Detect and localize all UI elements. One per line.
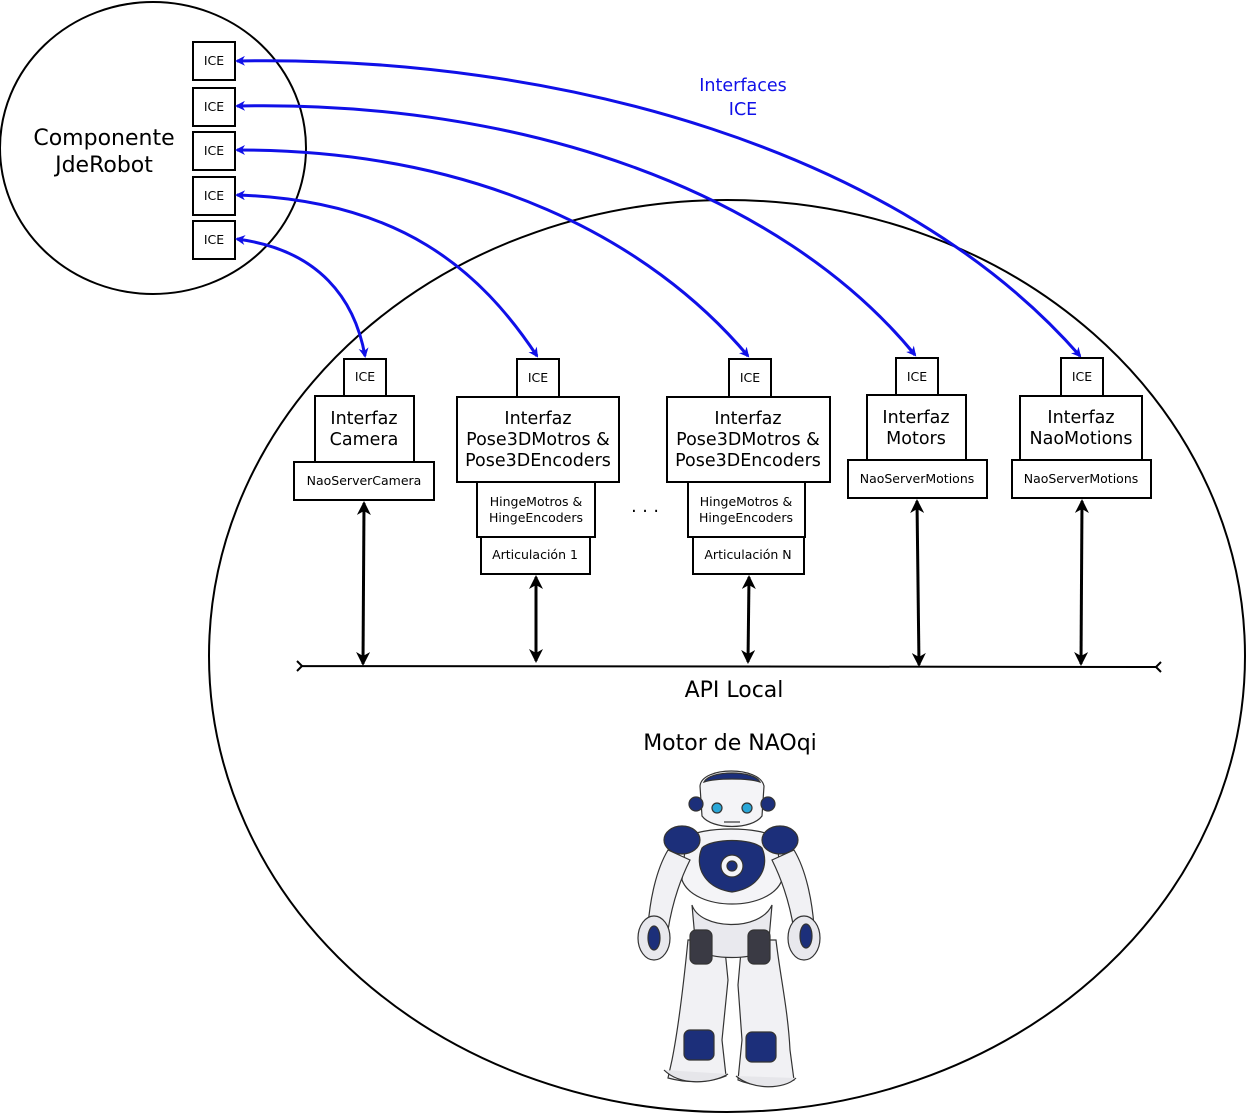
camera-server-label: NaoServerCamera xyxy=(307,473,422,488)
motor-naoqi-label: Motor de NAOqi xyxy=(643,731,817,756)
ellipsis-more-joints: . . . xyxy=(631,497,659,517)
naomotions-title-line1: Interfaz xyxy=(1047,408,1114,428)
art1-hinge-line1: HingeMotros & xyxy=(490,494,583,509)
module-naomotions: ICE Interfaz NaoMotions NaoServerMotions xyxy=(1011,357,1152,499)
nao-robot-image xyxy=(637,770,821,1088)
artn-joint-label: Articulación N xyxy=(704,547,791,562)
ice-link-articulacion-n xyxy=(235,145,750,358)
ice-link-articulacion-1 xyxy=(235,190,539,358)
camera-title-line2: Camera xyxy=(330,430,399,450)
art1-hinge-line2: HingeEncoders xyxy=(489,510,583,525)
artn-title-line1: Interfaz xyxy=(714,409,781,429)
artn-title-line2: Pose3DMotros & xyxy=(676,430,820,450)
artn-hinge-line1: HingeMotros & xyxy=(700,494,793,509)
ice-link-naomotions xyxy=(235,55,1082,358)
api-local-bus xyxy=(296,660,1162,673)
camera-title-line1: Interfaz xyxy=(330,409,397,429)
motors-api-arrow xyxy=(910,499,926,667)
module-articulacion-1: ICE Interfaz Pose3DMotros & Pose3DEncode… xyxy=(456,358,620,575)
naomotions-server-label: NaoServerMotions xyxy=(1024,471,1139,486)
component-port-5: ICE xyxy=(204,232,224,247)
art1-joint-label: Articulación 1 xyxy=(492,547,578,562)
artn-title-line3: Pose3DEncoders xyxy=(675,451,821,471)
naomotions-title-line2: NaoMotions xyxy=(1030,429,1133,449)
art1-title-line1: Interfaz xyxy=(504,409,571,429)
interfaces-label-line2: ICE xyxy=(729,100,757,120)
art1-ice-label: ICE xyxy=(528,370,548,385)
module-motors: ICE Interfaz Motors NaoServerMotions xyxy=(847,357,988,499)
component-title-line1: Componente xyxy=(33,126,174,151)
art1-title-line3: Pose3DEncoders xyxy=(465,451,611,471)
component-ice-ports: ICE ICE ICE ICE ICE xyxy=(192,41,236,260)
api-local-label: API Local xyxy=(685,678,784,703)
motors-title-line2: Motors xyxy=(886,429,946,449)
camera-ice-label: ICE xyxy=(355,369,375,384)
naomotions-api-arrow xyxy=(1074,499,1089,666)
motors-server-label: NaoServerMotions xyxy=(860,471,975,486)
artn-hinge-line2: HingeEncoders xyxy=(699,510,793,525)
naomotions-ice-label: ICE xyxy=(1072,369,1092,384)
motors-title-line1: Interfaz xyxy=(882,408,949,428)
art1-title-line2: Pose3DMotros & xyxy=(466,430,610,450)
component-port-1: ICE xyxy=(204,53,224,68)
component-port-2: ICE xyxy=(204,99,224,114)
artn-ice-label: ICE xyxy=(740,370,760,385)
module-articulacion-n: ICE Interfaz Pose3DMotros & Pose3DEncode… xyxy=(666,358,831,575)
module-camera: ICE Interfaz Camera NaoServerCamera xyxy=(293,358,435,501)
artn-api-arrow xyxy=(741,575,756,664)
interfaces-label-line1: Interfaces xyxy=(699,76,786,96)
camera-api-arrow xyxy=(356,501,371,666)
component-port-3: ICE xyxy=(204,143,224,158)
ice-link-camera xyxy=(235,235,369,358)
motors-ice-label: ICE xyxy=(907,369,927,384)
component-port-4: ICE xyxy=(204,188,224,203)
ice-link-motors xyxy=(235,100,917,357)
component-title-line2: JdeRobot xyxy=(53,153,153,178)
